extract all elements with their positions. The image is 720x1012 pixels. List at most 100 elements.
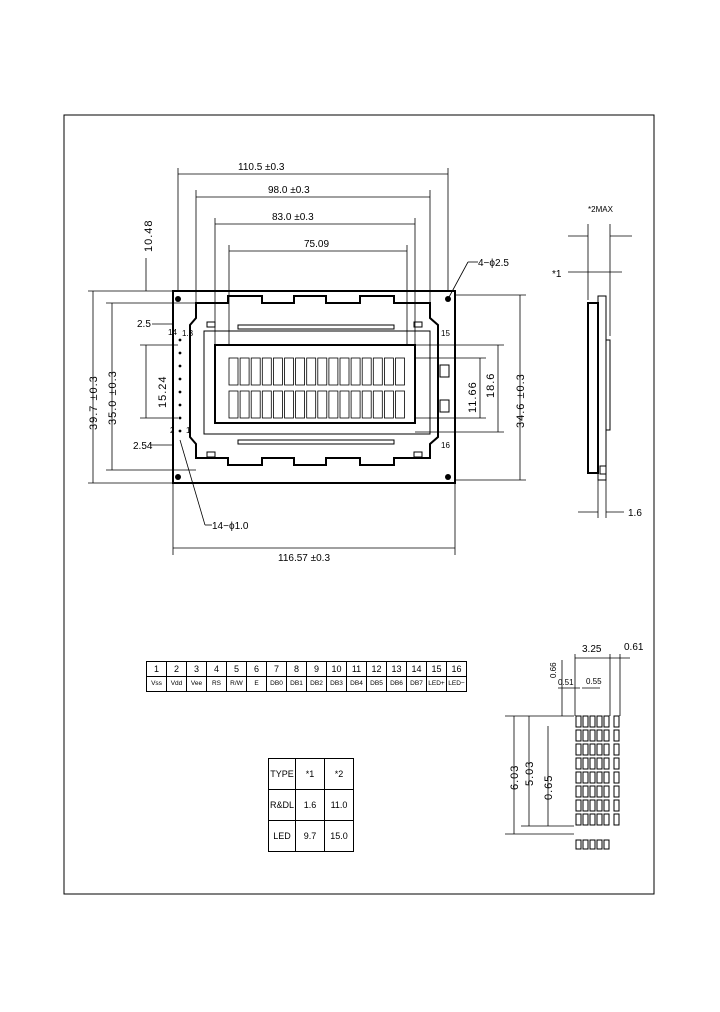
char-cell [295, 390, 306, 419]
dim-label-603: 6.03 [509, 765, 521, 790]
matrix-dot [575, 785, 582, 798]
matrix-dot [596, 743, 603, 756]
char-cell [395, 390, 405, 419]
pin-label-15: 15 [441, 329, 450, 338]
hole-leader [447, 261, 469, 300]
char-cell [317, 390, 328, 419]
type-header-cell: *1 [295, 758, 325, 790]
type-cell: LED [268, 820, 296, 852]
matrix-dot [603, 813, 610, 826]
type-header-cell: TYPE [268, 758, 296, 790]
matrix-dot [589, 813, 596, 826]
matrix-dot [596, 757, 603, 770]
matrix-dot [582, 771, 589, 784]
matrix-dot [589, 715, 596, 728]
mount-hole-tl [175, 296, 181, 302]
char-cell [383, 357, 394, 386]
char-cell [272, 357, 283, 386]
pin-signal-cell: DB7 [406, 676, 427, 692]
dim-label-hole: 4−ϕ2.5 [478, 258, 509, 269]
matrix-dot [582, 785, 589, 798]
pin-hole-leader [179, 439, 206, 526]
char-cell [239, 390, 250, 419]
matrix-dot [603, 729, 610, 742]
pin-signal-cell: DB4 [346, 676, 367, 692]
matrix-dot [582, 743, 589, 756]
dim-label-055: 0.55 [586, 677, 602, 686]
tab-bottom-left [206, 451, 216, 458]
type-table-row: R&DL 1.6 11.0 [268, 789, 354, 821]
pin-label-14: 14 [168, 328, 177, 337]
pin-number-cell: 12 [366, 661, 387, 677]
char-cell [284, 357, 294, 386]
top-slot [237, 324, 395, 330]
char-cell [250, 357, 261, 386]
side-pin [599, 465, 607, 475]
side-view: *2MAX *1 1.6 [552, 205, 642, 519]
matrix-dot-next [613, 743, 620, 756]
pin-hole [178, 429, 182, 433]
char-cell [306, 357, 317, 386]
pin-signal-cell: DB6 [386, 676, 407, 692]
dim-label-051: 0.51 [558, 678, 574, 687]
char-cell [306, 390, 317, 419]
drawing-frame [63, 114, 655, 895]
cursor-dot [589, 839, 596, 850]
dim-label-503: 5.03 [524, 761, 536, 786]
matrix-dot [575, 771, 582, 784]
tab-top-left [206, 321, 216, 328]
matrix-dot [603, 743, 610, 756]
matrix-dot-next [613, 785, 620, 798]
matrix-dot-next [613, 757, 620, 770]
char-cell [328, 390, 339, 419]
pin-hole [178, 351, 182, 355]
dim-label-max: *2MAX [588, 205, 614, 214]
dim-label-13: 1.3 [182, 329, 194, 338]
pin-signal-cell: Vdd [166, 676, 187, 692]
char-cell [284, 390, 294, 419]
type-table-header: TYPE *1 *2 [268, 758, 354, 790]
matrix-dot [589, 729, 596, 742]
pin-number-cell: 3 [186, 661, 207, 677]
metal-bezel [189, 295, 439, 466]
type-header-cell: *2 [324, 758, 354, 790]
matrix-dot [589, 799, 596, 812]
viewing-area-frame [203, 330, 431, 435]
pin-signal-cell: DB3 [326, 676, 347, 692]
type-table-row: LED 9.7 15.0 [268, 820, 354, 852]
dim-label-186: 18.6 [485, 373, 497, 398]
cursor-dot [575, 839, 582, 850]
dim-label-11657: 116.57 ±0.3 [278, 553, 330, 564]
pin-hole [178, 390, 182, 394]
pin-hole [178, 364, 182, 368]
dim-label-346: 34.6 ±0.3 [515, 373, 527, 428]
pin-signal-cell: DB5 [366, 676, 387, 692]
dim-label-065: 0.65 [543, 775, 555, 800]
matrix-dot [603, 799, 610, 812]
char-cell [228, 357, 239, 386]
type-cell: 15.0 [324, 820, 354, 852]
mount-hole-bl [175, 474, 181, 480]
char-cell [239, 357, 250, 386]
pin-number-cell: 13 [386, 661, 407, 677]
matrix-dot [582, 729, 589, 742]
dim-label-1048: 10.48 [143, 219, 155, 252]
type-cell: 1.6 [295, 789, 325, 821]
matrix-dot [575, 813, 582, 826]
matrix-dot-next [613, 771, 620, 784]
front-view: 110.5 ±0.3 98.0 ±0.3 83.0 ±0.3 75.09 4−ϕ… [88, 162, 527, 564]
char-cell [250, 390, 261, 419]
char-cell [350, 390, 361, 419]
lcd-active-area [214, 344, 416, 424]
character-detail: 3.25 0.61 0.66 0.51 0.55 6.03 5.03 0.65 [505, 642, 644, 850]
pin-label-16: 16 [441, 441, 450, 450]
pin-number-cell: 2 [166, 661, 187, 677]
matrix-dot [575, 743, 582, 756]
pin-signal-cell: DB1 [286, 676, 307, 692]
matrix-dot [582, 715, 589, 728]
char-cell [295, 357, 306, 386]
char-cell [339, 390, 350, 419]
dot-matrix [575, 715, 620, 850]
pin-number-cell: 15 [426, 661, 447, 677]
dim-label-350: 35.0 ±0.3 [107, 370, 119, 425]
